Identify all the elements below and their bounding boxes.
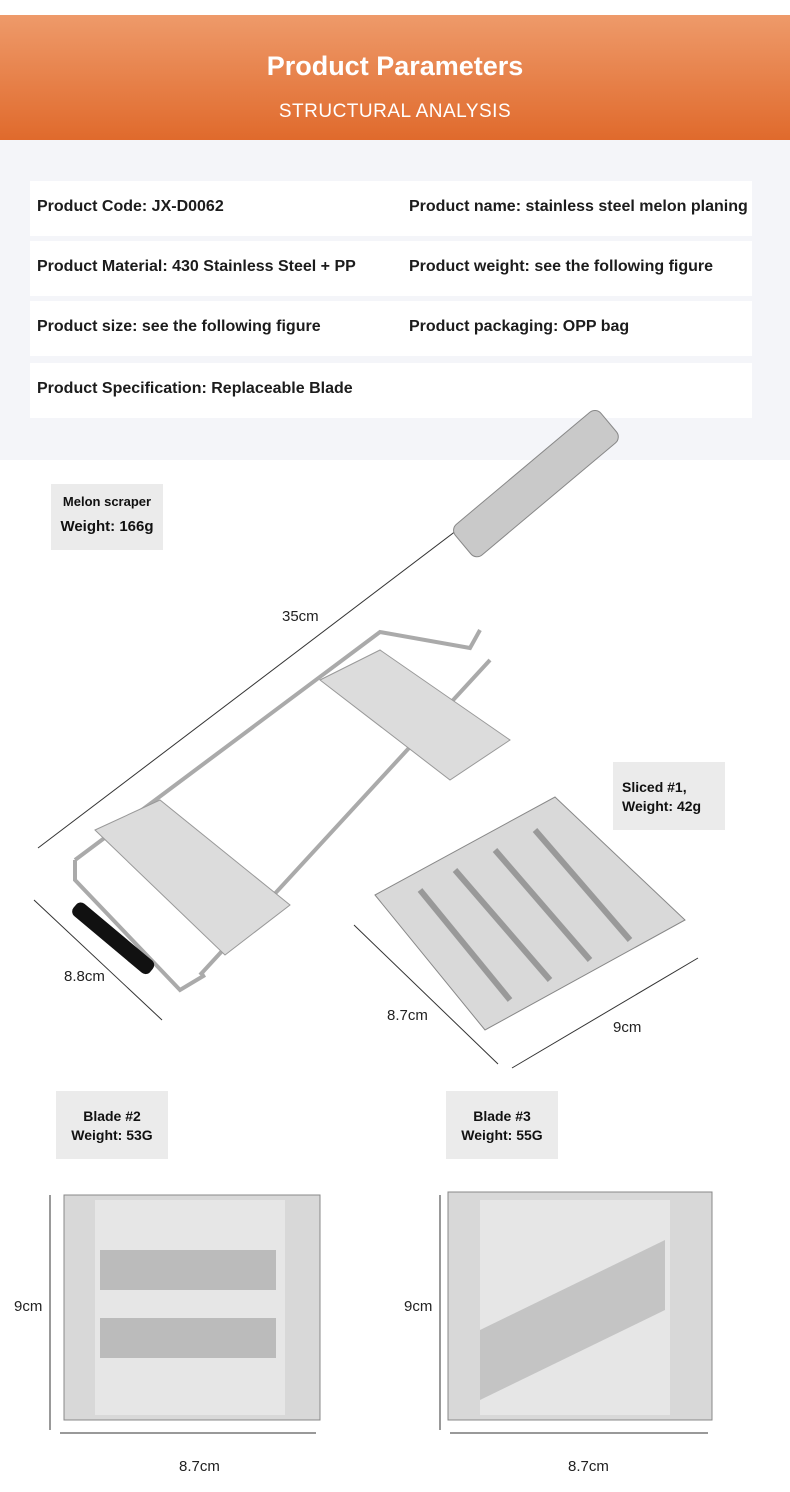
param-name: Product name: stainless steel melon plan…: [409, 198, 748, 215]
blade1-label: Sliced #1, Weight: 42g: [613, 762, 725, 830]
param-size: Product size: see the following figure: [37, 318, 321, 335]
param-row: Product Specification: Replaceable Blade: [30, 363, 752, 418]
dimension-lines: [33, 451, 708, 1434]
blade3-weight: Weight: 55G: [461, 1127, 543, 1143]
blade3-name: Blade #3: [473, 1108, 531, 1124]
blade3-height: 9cm: [404, 1298, 433, 1315]
blade2-label: Blade #2 Weight: 53G: [56, 1091, 168, 1159]
header-banner: Product Parameters STRUCTURAL ANALYSIS: [0, 15, 790, 140]
param-row: Product Material: 430 Stainless Steel + …: [30, 241, 752, 296]
param-row: Product Code: JX-D0062 Product name: sta…: [30, 181, 752, 236]
blade2-width: 8.7cm: [179, 1458, 220, 1475]
blade2-name: Blade #2: [83, 1108, 141, 1124]
blade2-weight: Weight: 53G: [71, 1127, 153, 1143]
scraper-width: 8.8cm: [64, 968, 105, 985]
blade1-depth: 8.7cm: [387, 1007, 428, 1024]
param-packaging: Product packaging: OPP bag: [409, 318, 630, 335]
param-material: Product Material: 430 Stainless Steel + …: [37, 258, 356, 275]
blade1-image: [374, 796, 686, 1031]
scraper-label: Melon scraper Weight: 166g: [51, 484, 163, 550]
param-code: Product Code: JX-D0062: [37, 198, 224, 215]
scraper-name: Melon scraper: [62, 494, 152, 509]
param-weight: Product weight: see the following figure: [409, 258, 714, 275]
blade3-label: Blade #3 Weight: 55G: [446, 1091, 558, 1159]
scraper-length: 35cm: [282, 608, 319, 625]
blade1-name: Sliced #1,: [622, 779, 687, 795]
scraper-weight: Weight: 166g: [60, 518, 154, 535]
blade3-width: 8.7cm: [568, 1458, 609, 1475]
blade1-weight: Weight: 42g: [622, 798, 702, 814]
blade2-image: [63, 1194, 321, 1421]
param-row: Product size: see the following figure P…: [30, 301, 752, 356]
page-subtitle: STRUCTURAL ANALYSIS: [278, 101, 512, 122]
page-title: Product Parameters: [266, 51, 524, 81]
blade2-height: 9cm: [14, 1298, 43, 1315]
param-specification: Product Specification: Replaceable Blade: [37, 380, 353, 397]
parameters-table: Product Code: JX-D0062 Product name: sta…: [0, 140, 790, 460]
blade1-width: 9cm: [613, 1019, 642, 1036]
scraper-image: [72, 409, 619, 993]
blade3-image: [447, 1191, 713, 1421]
